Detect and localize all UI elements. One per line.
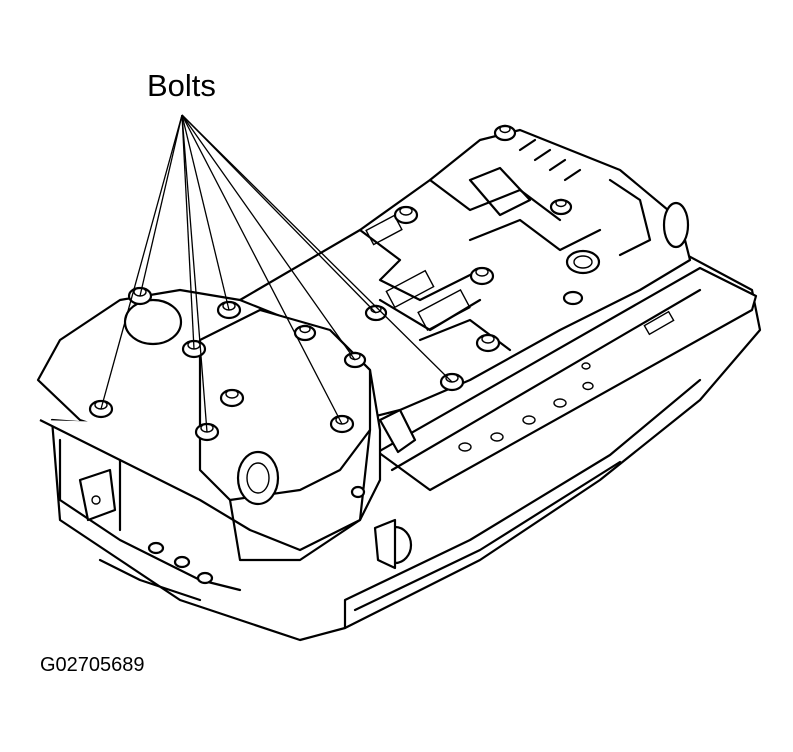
figure-code: G02705689 bbox=[40, 654, 145, 676]
bolt-14 bbox=[475, 333, 501, 353]
callout-leader-lines bbox=[100, 114, 453, 433]
upper-valve-section bbox=[238, 128, 692, 422]
bolt-15 bbox=[493, 124, 517, 142]
bolt-16 bbox=[549, 198, 573, 216]
plate-holes bbox=[458, 362, 594, 452]
bolt-13 bbox=[469, 266, 495, 286]
bolt-12 bbox=[393, 205, 419, 225]
bolts-callout-label: Bolts bbox=[147, 68, 216, 103]
front-housing bbox=[198, 308, 417, 570]
separator-plate bbox=[376, 266, 758, 492]
bolt-6 bbox=[219, 388, 245, 408]
